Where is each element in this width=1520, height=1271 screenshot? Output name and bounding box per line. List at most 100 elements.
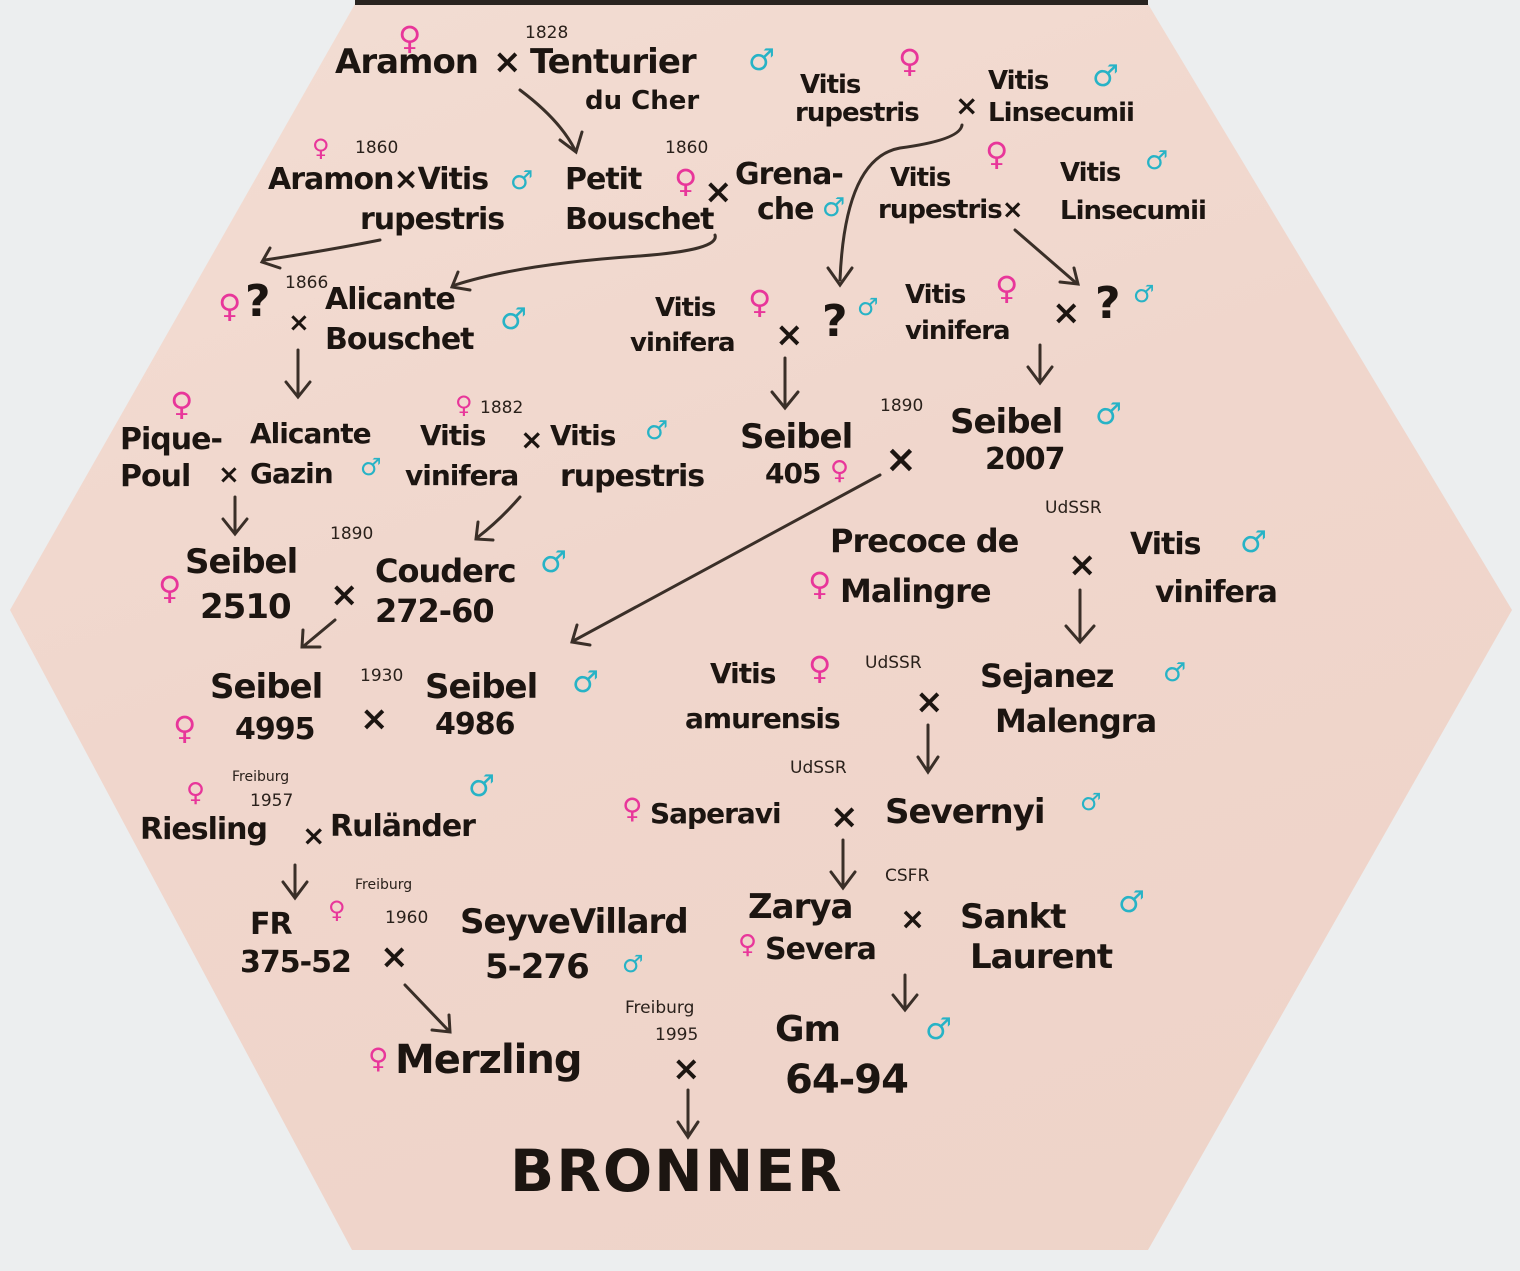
cross-icon: ×: [493, 42, 522, 82]
female-icon: ♀: [995, 269, 1019, 307]
node-zarya: Zarya: [748, 887, 853, 927]
node-sankt: Sankt: [960, 897, 1066, 937]
cross-icon: ×: [302, 819, 326, 852]
male-icon: ♂: [857, 293, 879, 321]
node-linsecumii: Linsecumii: [1060, 196, 1207, 226]
arrow-to-seibel-2510: [221, 495, 249, 537]
node-piquepoul: Pique-: [120, 422, 223, 457]
node-375-52: 375-52: [240, 945, 352, 980]
male-icon: ♂: [622, 950, 644, 978]
node-rupestris: rupestris: [360, 202, 505, 237]
node-seibel: Seibel: [425, 667, 538, 707]
female-icon: ♀: [622, 792, 643, 825]
male-icon: ♂: [748, 43, 775, 78]
node-vitis: Vitis: [710, 657, 776, 690]
female-icon: ♀: [158, 569, 182, 607]
node-aramon: Aramon: [335, 42, 479, 82]
node-unknown: ?: [245, 276, 271, 327]
cross-icon: ×: [218, 460, 240, 490]
arrow-to-seibel-4995: [300, 618, 337, 649]
origin-label: Freiburg: [625, 998, 695, 1018]
year-label: 1930: [360, 666, 404, 686]
year-label: 1866: [285, 273, 329, 293]
arrow-to-seibel-405: [770, 356, 800, 411]
male-icon: ♂: [1133, 280, 1155, 308]
node-couderc: Couderc: [375, 552, 517, 590]
male-icon: ♂: [468, 769, 495, 804]
female-icon: ♀: [368, 1042, 389, 1075]
node-vinifera: vinifera: [1155, 575, 1278, 610]
year-label: 1860: [355, 138, 399, 158]
cross-icon: ×: [1068, 545, 1097, 585]
male-icon: ♂: [1080, 788, 1102, 816]
male-icon: ♂: [1145, 146, 1169, 176]
year-label: 1828: [525, 23, 569, 43]
female-icon: ♀: [674, 162, 698, 200]
year-label: 1882: [480, 398, 524, 418]
cross-icon: ×: [955, 89, 979, 122]
arrow-to-fr-375-52: [281, 863, 309, 901]
node-rupestris: rupestris: [795, 98, 920, 128]
node-aramon-x-vitis: Aramon×Vitis: [268, 162, 489, 197]
node-amurensis: amurensis: [685, 702, 841, 735]
female-icon: ♀: [830, 456, 850, 486]
node-grenache-2: che: [757, 192, 814, 227]
node-du-cher: du Cher: [585, 86, 700, 116]
node-4986: 4986: [435, 707, 515, 742]
node-vitis: Vitis: [988, 66, 1049, 96]
cross-icon: ×: [704, 172, 733, 212]
male-icon: ♂: [1118, 885, 1145, 920]
node-vitis: Vitis: [420, 419, 486, 452]
cross-icon: ×: [380, 937, 409, 977]
node-bouschet: Bouschet: [325, 322, 475, 357]
node-unknown: ?: [822, 296, 848, 347]
female-icon: ♀: [173, 709, 197, 747]
node-piquepoul-2: Poul: [120, 459, 191, 494]
arrow-seibel-405-to-seibel-4986: [570, 473, 882, 647]
node-vinifera: vinifera: [405, 459, 519, 492]
node-272-60: 272-60: [375, 592, 495, 630]
arrow-rupestris-linsecumii-to-unknown1: [826, 123, 964, 288]
arrow-to-gm-64-94: [891, 973, 919, 1013]
arrow-to-bronner: [676, 1088, 700, 1140]
node-rupestris: rupestris×: [878, 195, 1023, 225]
male-icon: ♂: [1092, 59, 1119, 94]
node-malengra: Malengra: [995, 702, 1157, 740]
year-label: 1860: [665, 138, 709, 158]
female-icon: ♀: [898, 42, 922, 80]
origin-label: CSFR: [885, 866, 930, 886]
node-seibel: Seibel: [950, 402, 1063, 442]
origin-label: UdSSR: [790, 758, 847, 778]
origin-label: UdSSR: [865, 653, 922, 673]
cross-icon: ×: [775, 315, 804, 355]
female-icon: ♀: [398, 19, 422, 57]
node-severa: Severa: [765, 932, 877, 967]
node-grenache: Grena-: [735, 157, 844, 192]
male-icon: ♂: [572, 665, 599, 700]
arrow-to-alicante-gazin: [284, 348, 312, 400]
male-icon: ♂: [510, 166, 534, 196]
node-bronner-result: BRONNER: [510, 1137, 844, 1205]
male-icon: ♂: [645, 416, 669, 446]
cross-icon: ×: [360, 699, 389, 739]
arrow-to-merzling: [403, 983, 452, 1034]
node-merzling: Merzling: [395, 1037, 582, 1083]
node-2007: 2007: [985, 442, 1065, 477]
year-label: 1957: [250, 791, 294, 811]
node-fr: FR: [250, 907, 293, 942]
arrow-rupestris-linsecumii-to-unknown2: [1013, 228, 1080, 286]
node-rulander: Ruländer: [330, 809, 476, 844]
board-top-edge: [355, 0, 1148, 5]
node-vitis: Vitis: [655, 293, 716, 323]
node-riesling: Riesling: [140, 812, 268, 847]
node-gm: Gm: [775, 1009, 841, 1050]
cross-icon: ×: [520, 423, 544, 456]
node-vinifera: vinifera: [630, 328, 736, 358]
node-precoce-de: Precoce de: [830, 522, 1019, 560]
year-label: 1890: [880, 396, 924, 416]
node-laurent: Laurent: [970, 937, 1113, 977]
female-icon: ♀: [218, 287, 242, 325]
male-icon: ♂: [822, 193, 846, 223]
node-vitis: Vitis: [550, 419, 616, 452]
